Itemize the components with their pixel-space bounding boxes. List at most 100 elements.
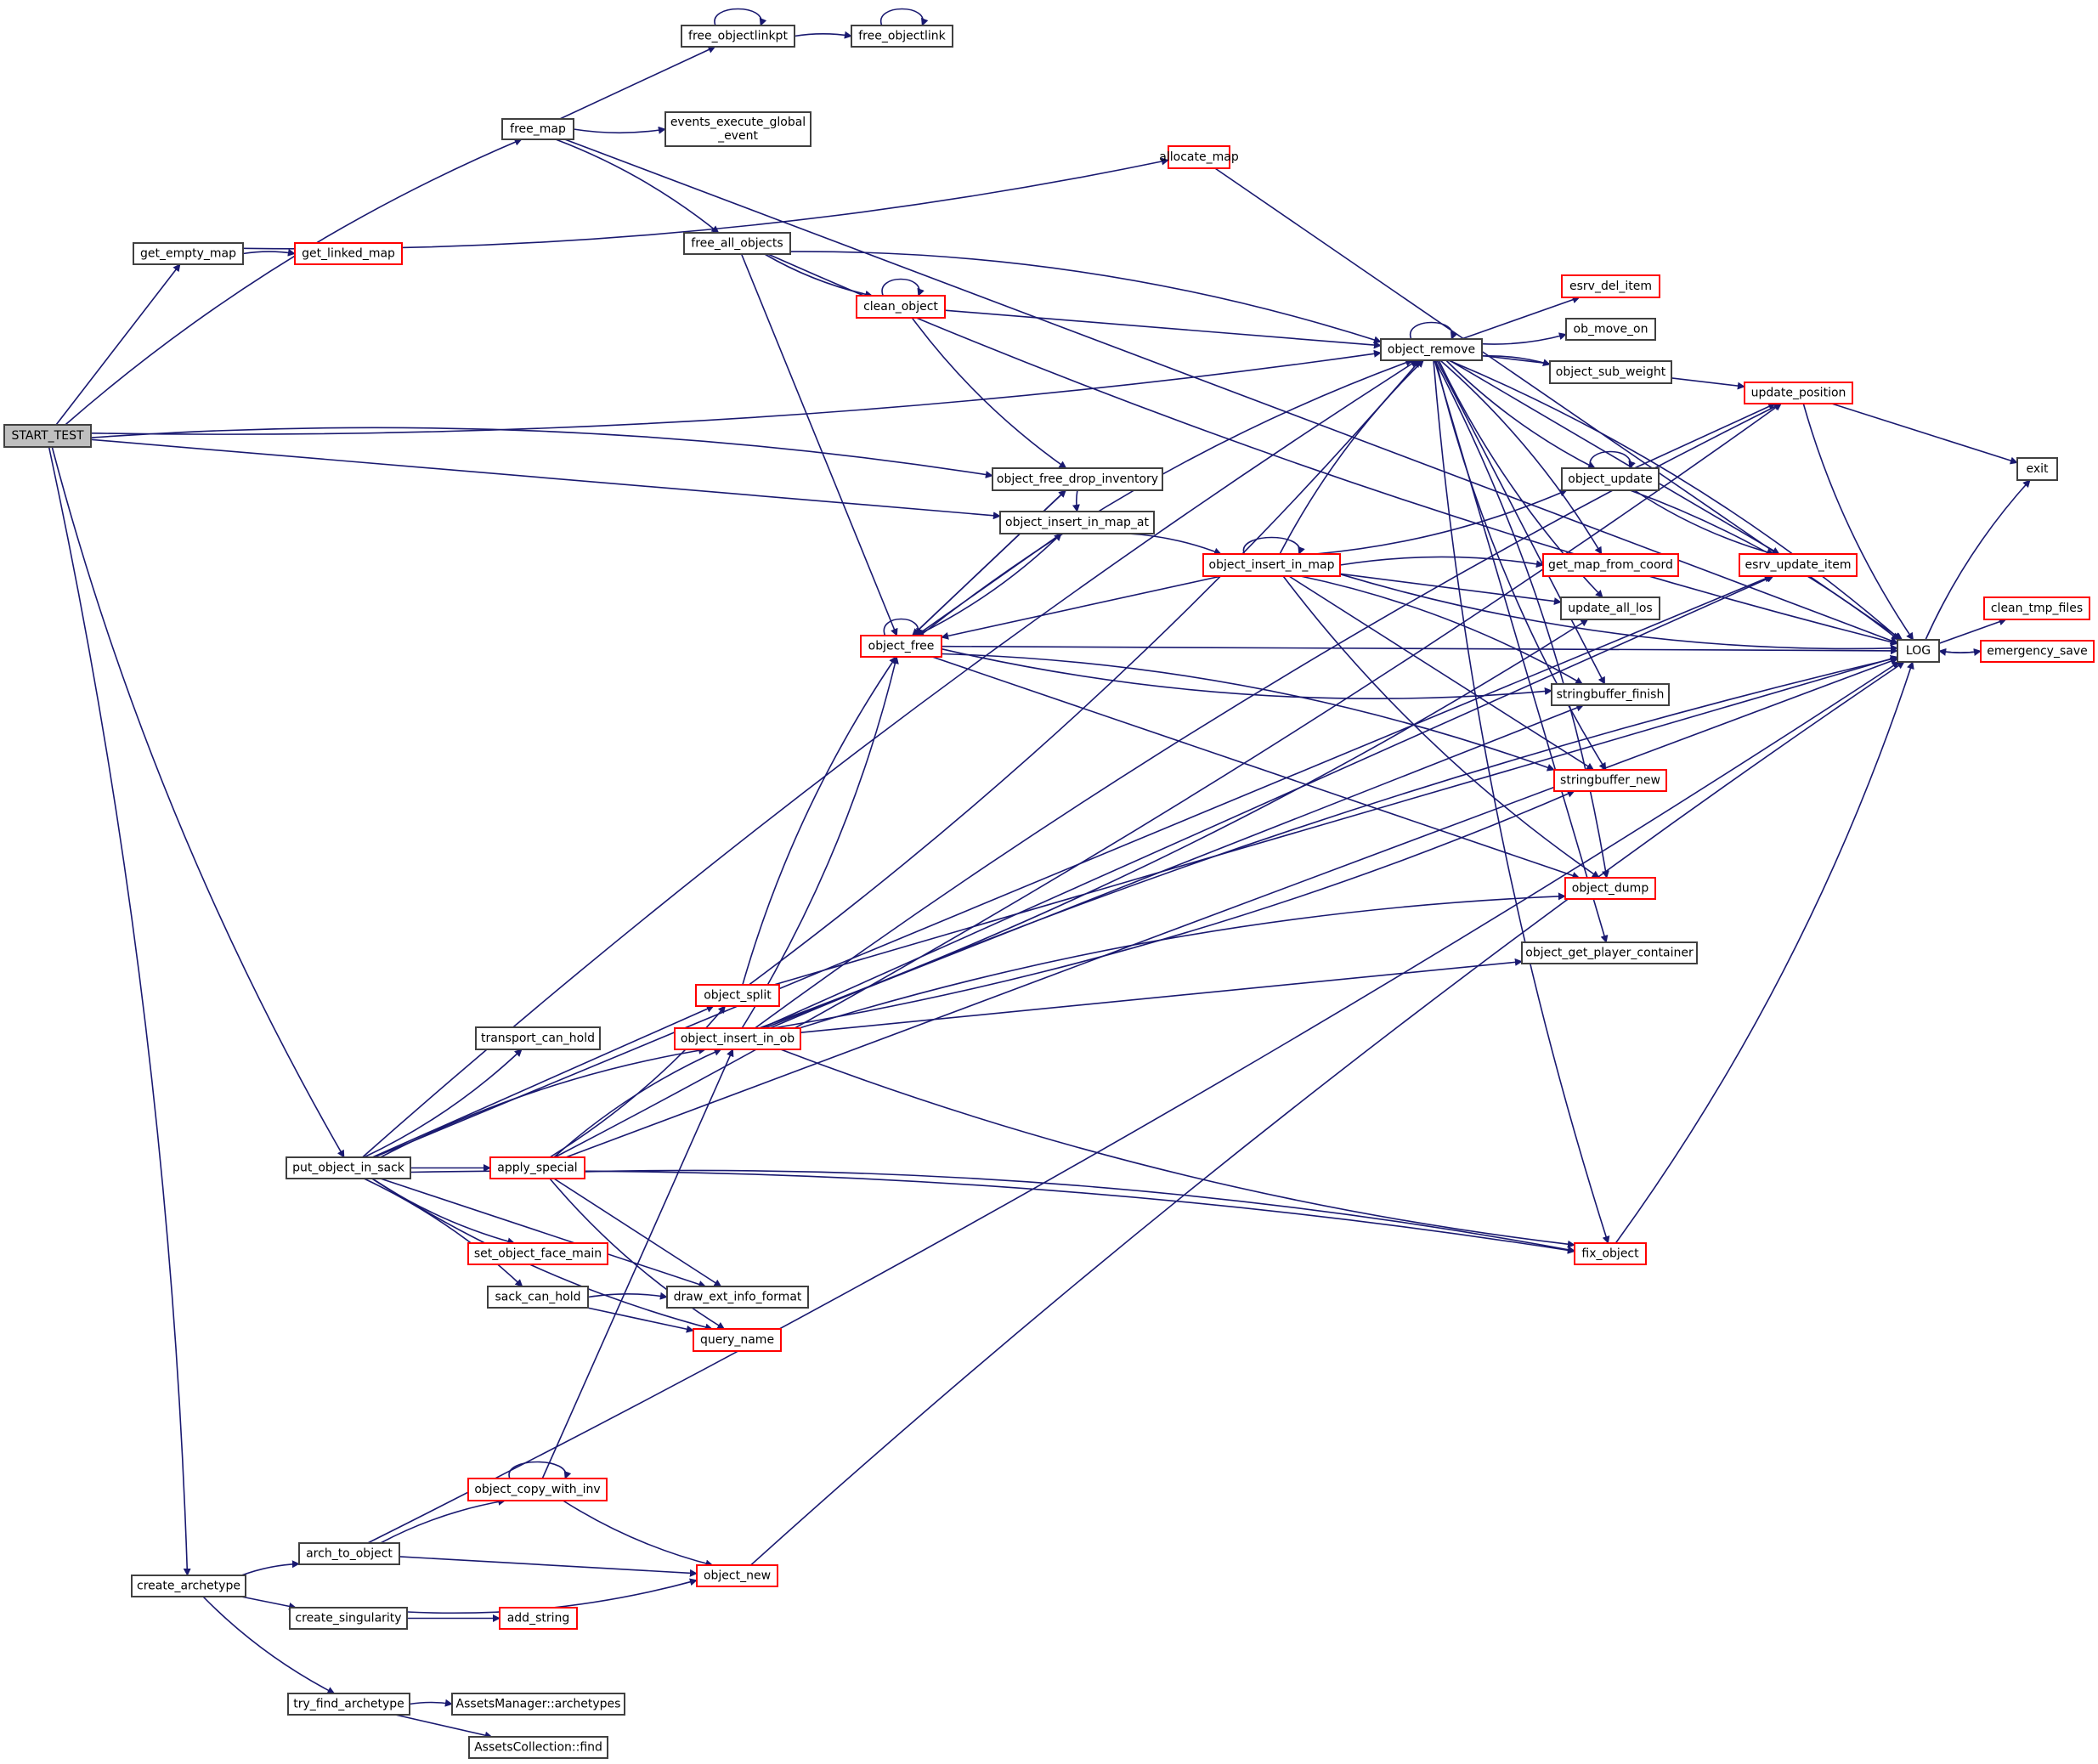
node-box[interactable] xyxy=(467,1478,608,1501)
node-box[interactable] xyxy=(131,1575,246,1597)
node-get_map_from_coord[interactable]: get_map_from_coord xyxy=(1542,553,1679,577)
node-box[interactable] xyxy=(856,295,946,319)
node-box[interactable] xyxy=(501,118,574,140)
node-box[interactable] xyxy=(693,1328,782,1352)
node-object_dump[interactable]: object_dump xyxy=(1564,877,1656,900)
node-free_objectlink[interactable]: free_objectlink xyxy=(851,25,953,48)
node-box[interactable] xyxy=(1983,596,2090,620)
node-box[interactable] xyxy=(1564,877,1656,900)
node-box[interactable] xyxy=(695,984,780,1007)
node-add_string[interactable]: add_string xyxy=(499,1607,578,1630)
node-box[interactable] xyxy=(468,1736,608,1759)
node-emergency_save[interactable]: emergency_save xyxy=(1980,640,2095,663)
node-START_TEST[interactable]: START_TEST xyxy=(3,424,92,448)
node-object_free_drop_inventory[interactable]: object_free_drop_inventory xyxy=(992,467,1163,491)
node-box[interactable] xyxy=(2016,457,2058,481)
node-box[interactable] xyxy=(664,111,811,147)
node-AssetsManager_archetypes[interactable]: AssetsManager::archetypes xyxy=(451,1693,625,1716)
node-create_archetype[interactable]: create_archetype xyxy=(131,1575,246,1597)
node-free_all_objects[interactable]: free_all_objects xyxy=(683,232,791,255)
node-box[interactable] xyxy=(1980,640,2095,663)
node-box[interactable] xyxy=(860,635,942,658)
node-object_insert_in_ob[interactable]: object_insert_in_ob xyxy=(674,1027,801,1050)
node-try_find_archetype[interactable]: try_find_archetype xyxy=(287,1693,410,1716)
node-clean_object[interactable]: clean_object xyxy=(856,295,946,319)
node-put_object_in_sack[interactable]: put_object_in_sack xyxy=(286,1156,411,1179)
node-box[interactable] xyxy=(683,232,791,255)
node-box[interactable] xyxy=(1551,683,1670,706)
node-box[interactable] xyxy=(1574,1242,1647,1265)
node-allocate_map[interactable]: allocate_map xyxy=(1159,145,1239,169)
node-apply_special[interactable]: apply_special xyxy=(489,1156,585,1179)
node-draw_ext_info_format[interactable]: draw_ext_info_format xyxy=(666,1286,809,1309)
node-esrv_update_item[interactable]: esrv_update_item xyxy=(1739,553,1858,577)
node-box[interactable] xyxy=(3,424,92,448)
node-box[interactable] xyxy=(1744,382,1853,404)
node-update_all_los[interactable]: update_all_los xyxy=(1560,596,1660,620)
node-box[interactable] xyxy=(467,1242,608,1265)
node-box[interactable] xyxy=(289,1607,408,1630)
node-stringbuffer_new[interactable]: stringbuffer_new xyxy=(1553,769,1667,792)
node-box[interactable] xyxy=(999,511,1155,534)
node-box[interactable] xyxy=(298,1542,400,1565)
node-set_object_face_main[interactable]: set_object_face_main xyxy=(467,1242,608,1265)
node-box[interactable] xyxy=(1168,145,1230,169)
node-sack_can_hold[interactable]: sack_can_hold xyxy=(487,1286,589,1309)
node-box[interactable] xyxy=(451,1693,625,1716)
node-box[interactable] xyxy=(1560,596,1660,620)
node-box[interactable] xyxy=(294,242,403,265)
node-box[interactable] xyxy=(133,242,244,265)
node-object_insert_in_map_at[interactable]: object_insert_in_map_at xyxy=(999,511,1155,534)
node-box[interactable] xyxy=(1561,274,1660,298)
node-box[interactable] xyxy=(475,1026,601,1050)
node-box[interactable] xyxy=(1565,318,1656,341)
node-arch_to_object[interactable]: arch_to_object xyxy=(298,1542,400,1565)
node-transport_can_hold[interactable]: transport_can_hold xyxy=(475,1026,601,1050)
node-esrv_del_item[interactable]: esrv_del_item xyxy=(1561,274,1660,298)
node-clean_tmp_files[interactable]: clean_tmp_files xyxy=(1983,596,2090,620)
node-update_position[interactable]: update_position xyxy=(1744,382,1853,404)
node-box[interactable] xyxy=(681,25,795,48)
node-box[interactable] xyxy=(1739,553,1858,577)
node-box[interactable] xyxy=(489,1156,585,1179)
node-box[interactable] xyxy=(1553,769,1667,792)
node-box[interactable] xyxy=(1380,338,1483,361)
node-query_name[interactable]: query_name xyxy=(693,1328,782,1352)
node-get_empty_map[interactable]: get_empty_map xyxy=(133,242,244,265)
node-LOG[interactable]: LOG xyxy=(1897,639,1940,663)
node-object_remove[interactable]: object_remove xyxy=(1380,338,1483,361)
node-box[interactable] xyxy=(1542,553,1679,577)
node-box[interactable] xyxy=(696,1564,778,1587)
node-stringbuffer_finish[interactable]: stringbuffer_finish xyxy=(1551,683,1670,706)
node-create_singularity[interactable]: create_singularity xyxy=(289,1607,408,1630)
node-object_update[interactable]: object_update xyxy=(1561,467,1660,491)
node-object_sub_weight[interactable]: object_sub_weight xyxy=(1549,360,1672,384)
node-free_objectlinkpt[interactable]: free_objectlinkpt xyxy=(681,25,795,48)
node-object_new[interactable]: object_new xyxy=(696,1564,778,1587)
node-box[interactable] xyxy=(499,1607,578,1630)
node-box[interactable] xyxy=(674,1027,801,1050)
node-box[interactable] xyxy=(1897,639,1940,663)
node-exit[interactable]: exit xyxy=(2016,457,2058,481)
node-box[interactable] xyxy=(286,1156,411,1179)
node-events_execute_global_event[interactable]: events_execute_global_event xyxy=(664,111,811,147)
node-object_split[interactable]: object_split xyxy=(695,984,780,1007)
node-box[interactable] xyxy=(487,1286,589,1309)
node-box[interactable] xyxy=(1561,467,1660,491)
node-box[interactable] xyxy=(1549,360,1672,384)
node-AssetsCollection_find[interactable]: AssetsCollection::find xyxy=(468,1736,608,1759)
node-object_get_player_container[interactable]: object_get_player_container xyxy=(1521,941,1698,964)
node-box[interactable] xyxy=(851,25,953,48)
node-object_insert_in_map[interactable]: object_insert_in_map xyxy=(1202,553,1341,577)
node-box[interactable] xyxy=(1521,941,1698,964)
node-box[interactable] xyxy=(992,467,1163,491)
node-ob_move_on[interactable]: ob_move_on xyxy=(1565,318,1656,341)
node-box[interactable] xyxy=(666,1286,809,1309)
node-box[interactable] xyxy=(1202,553,1341,577)
node-box[interactable] xyxy=(287,1693,410,1716)
node-get_linked_map[interactable]: get_linked_map xyxy=(294,242,403,265)
node-free_map[interactable]: free_map xyxy=(501,118,574,140)
node-object_copy_with_inv[interactable]: object_copy_with_inv xyxy=(467,1478,608,1501)
node-object_free[interactable]: object_free xyxy=(860,635,942,658)
node-fix_object[interactable]: fix_object xyxy=(1574,1242,1647,1265)
